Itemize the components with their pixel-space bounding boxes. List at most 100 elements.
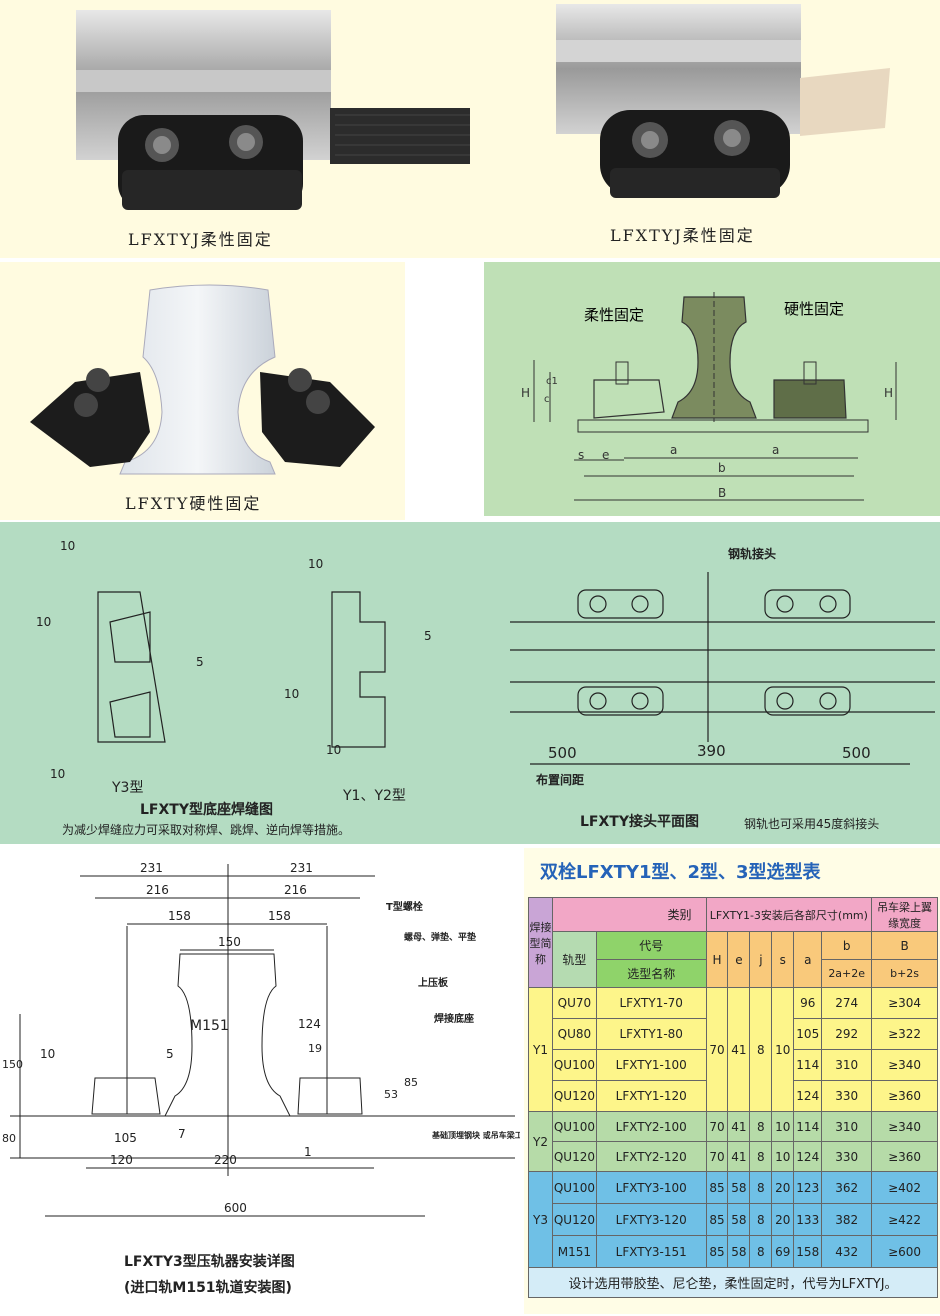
a-cell: 124 — [793, 1080, 823, 1112]
dim-c1: c1 — [546, 376, 558, 387]
dim-label: 80 — [2, 1132, 16, 1145]
j-cell: 8 — [749, 1171, 773, 1204]
photo-caption: LFXTYJ柔性固定 — [128, 230, 273, 249]
B-cell: ≥402 — [871, 1171, 938, 1204]
B-cell: ≥360 — [871, 1080, 938, 1112]
rail-cell: QU120 — [551, 1141, 597, 1172]
name-cell: LFXTY2-100 — [595, 1111, 707, 1142]
B-cell: ≥340 — [871, 1111, 938, 1142]
photo-panel-1: LFXTYJ柔性固定 — [0, 0, 470, 258]
weld-label: 10 — [50, 767, 65, 781]
b-cell: 362 — [821, 1171, 873, 1204]
dim-label: 105 — [114, 1131, 137, 1145]
a-cell: 96 — [793, 987, 823, 1019]
type-y12: Y1、Y2型 — [342, 788, 406, 804]
head-weld: 焊接型简称 — [528, 897, 553, 988]
weld-mark: 7 — [178, 1127, 186, 1141]
dim-label: 85 — [404, 1076, 418, 1089]
s-cell: 69 — [771, 1235, 795, 1268]
dim-b: b — [718, 461, 726, 475]
callout: 基础顶埋钢块 或吊车梁工字钢 — [431, 1130, 520, 1140]
joint-note: 钢轨也可采用45度斜接头 — [744, 816, 879, 831]
head-name: 选型名称 — [595, 959, 707, 988]
photo-panel-3: LFXTY硬性固定 — [0, 262, 405, 520]
name-cell: LFXTY2-120 — [595, 1141, 707, 1172]
a-cell: 133 — [793, 1203, 823, 1236]
a-cell: 158 — [793, 1235, 823, 1268]
weld-diagram: 10 10 5 10 10 10 5 10 Y3型 Y1、Y2型 LFXTY型底… — [36, 539, 935, 837]
name-cell: LFXTY1-120 — [595, 1080, 707, 1112]
B-cell: ≥422 — [871, 1203, 938, 1236]
B-cell: ≥600 — [871, 1235, 938, 1268]
h-cell: 70 — [705, 1141, 729, 1172]
j-cell: 8 — [749, 1141, 773, 1172]
dim-label: 216 — [146, 883, 169, 897]
joint-spacing: 布置间距 — [536, 772, 584, 787]
e-cell: 41 — [727, 1111, 751, 1142]
rail-clamp-photo — [76, 10, 470, 210]
dim-c: c — [544, 394, 550, 405]
dim-label: 150 — [218, 935, 241, 949]
name-cell: LFXTY1-100 — [595, 1049, 707, 1081]
selection-table: 焊接型简称 类别 LFXTY1-3安装后各部尺寸(mm) 吊车梁上翼缘宽度 轨型… — [528, 897, 938, 1298]
col-a: a — [793, 931, 823, 988]
B-cell: ≥304 — [871, 987, 938, 1019]
b-cell: 274 — [821, 987, 873, 1019]
a-cell: 124 — [793, 1141, 823, 1172]
weld-label: 10 — [60, 539, 75, 553]
rail-cell: QU120 — [551, 1080, 597, 1112]
rail-cell: M151 — [551, 1235, 597, 1268]
name-cell: LFXTY3-120 — [595, 1203, 707, 1236]
dim-label: 19 — [308, 1042, 322, 1055]
dim-a: a — [670, 443, 677, 457]
b-cell: 382 — [821, 1203, 873, 1236]
dim-label: 600 — [224, 1201, 247, 1215]
col-e: e — [727, 931, 751, 988]
b-cell: 330 — [821, 1080, 873, 1112]
s-cell: 10 — [771, 987, 795, 1112]
j-cell: 8 — [749, 987, 773, 1112]
j-cell: 8 — [749, 1235, 773, 1268]
install-drawing-panel: 231 231 216 216 158 158 150 M151 124 19 … — [0, 846, 520, 1316]
weld-label: 10 — [284, 687, 299, 701]
dim-label: 220 — [214, 1153, 237, 1167]
col-H: H — [705, 931, 729, 988]
h-cell: 85 — [705, 1203, 729, 1236]
joint-dim: 500 — [548, 744, 577, 762]
weld-label: 10 — [326, 743, 341, 757]
dim-label: 231 — [290, 861, 313, 875]
a-cell: 123 — [793, 1171, 823, 1204]
joint-title: LFXTY接头平面图 — [580, 813, 699, 830]
name-cell: LFXTY1-80 — [595, 1018, 707, 1050]
dim-label: 124 — [298, 1017, 321, 1031]
e-cell: 58 — [727, 1235, 751, 1268]
photo-caption: LFXTY硬性固定 — [125, 494, 262, 513]
weld-label: 10 — [308, 557, 323, 571]
dim-label: 150 — [2, 1058, 23, 1071]
col-s: s — [771, 931, 795, 988]
label-flexible: 柔性固定 — [584, 306, 644, 324]
a-cell: 114 — [793, 1049, 823, 1081]
dim-H-right: H — [884, 386, 893, 400]
col-j: j — [749, 931, 773, 988]
section-diagram-panel: 柔性固定 硬性固定 H c c1 H s e a a b B — [484, 262, 940, 516]
weld-title: LFXTY型底座焊缝图 — [140, 801, 273, 818]
dim-s: s — [578, 448, 584, 462]
rail-cell: QU100 — [551, 1171, 597, 1204]
weld-note: 为减少焊缝应力可采取对称焊、跳焊、逆向焊等措施。 — [62, 822, 350, 837]
weld-mark: 10 — [40, 1047, 55, 1061]
install-subtitle: (进口轨M151轨道安装图) — [124, 1279, 292, 1296]
h-cell: 85 — [705, 1235, 729, 1268]
dim-e: e — [602, 448, 609, 462]
rail-cell: QU80 — [551, 1018, 597, 1050]
weld-label: 5 — [196, 655, 204, 669]
weld-mark: 5 — [166, 1047, 174, 1061]
joint-label: 钢轨接头 — [728, 546, 776, 561]
rail-clamp-photo — [556, 4, 890, 198]
s-cell: 10 — [771, 1141, 795, 1172]
s-cell: 10 — [771, 1111, 795, 1142]
b-cell: 330 — [821, 1141, 873, 1172]
e-cell: 41 — [727, 1141, 751, 1172]
head-rail: 轨型 — [551, 931, 597, 988]
callout: 上压板 — [418, 976, 449, 989]
